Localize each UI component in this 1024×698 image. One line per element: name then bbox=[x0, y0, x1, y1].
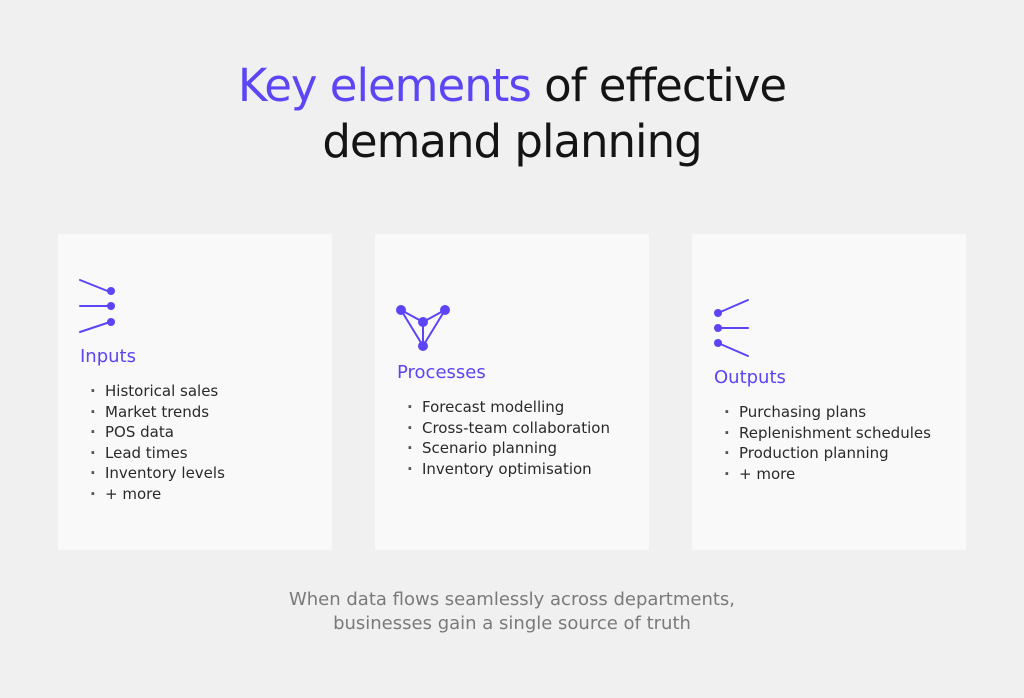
caption-line-2: businesses gain a single source of truth bbox=[333, 613, 691, 634]
outputs-card: Outputs Purchasing plans Replenishment s… bbox=[692, 234, 966, 550]
network-nodes-icon bbox=[396, 305, 450, 351]
list-item: Scenario planning bbox=[407, 438, 610, 459]
diverging-lines-icon bbox=[714, 299, 749, 357]
converging-lines-icon bbox=[79, 279, 115, 333]
title-line1-rest: of effective bbox=[530, 59, 787, 112]
processes-list: Forecast modelling Cross-team collaborat… bbox=[407, 397, 610, 479]
title-highlight: Key elements bbox=[237, 59, 532, 112]
processes-title: Processes bbox=[397, 362, 486, 383]
list-item: POS data bbox=[90, 422, 225, 443]
list-item: Historical sales bbox=[90, 381, 225, 402]
caption: When data flows seamlessly across depart… bbox=[0, 588, 1024, 636]
page-title: Key elements of effective demand plannin… bbox=[0, 58, 1024, 170]
list-item: Inventory optimisation bbox=[407, 459, 610, 480]
outputs-title: Outputs bbox=[714, 367, 786, 388]
outputs-list: Purchasing plans Replenishment schedules… bbox=[724, 402, 931, 484]
processes-card: Processes Forecast modelling Cross-team … bbox=[375, 234, 649, 550]
caption-line-1: When data flows seamlessly across depart… bbox=[288, 589, 736, 610]
list-item: Cross-team collaboration bbox=[407, 418, 610, 439]
list-item: Forecast modelling bbox=[407, 397, 610, 418]
list-item: Replenishment schedules bbox=[724, 423, 931, 444]
list-item: Inventory levels bbox=[90, 463, 225, 484]
inputs-title: Inputs bbox=[80, 346, 136, 367]
list-item: + more bbox=[724, 464, 931, 485]
list-item: + more bbox=[90, 484, 225, 505]
title-line-1: Key elements of effective bbox=[0, 58, 1024, 114]
list-item: Market trends bbox=[90, 402, 225, 423]
list-item: Lead times bbox=[90, 443, 225, 464]
inputs-list: Historical sales Market trends POS data … bbox=[90, 381, 225, 504]
list-item: Production planning bbox=[724, 443, 931, 464]
title-line-2: demand planning bbox=[322, 115, 702, 168]
list-item: Purchasing plans bbox=[724, 402, 931, 423]
inputs-card: Inputs Historical sales Market trends PO… bbox=[58, 234, 332, 550]
